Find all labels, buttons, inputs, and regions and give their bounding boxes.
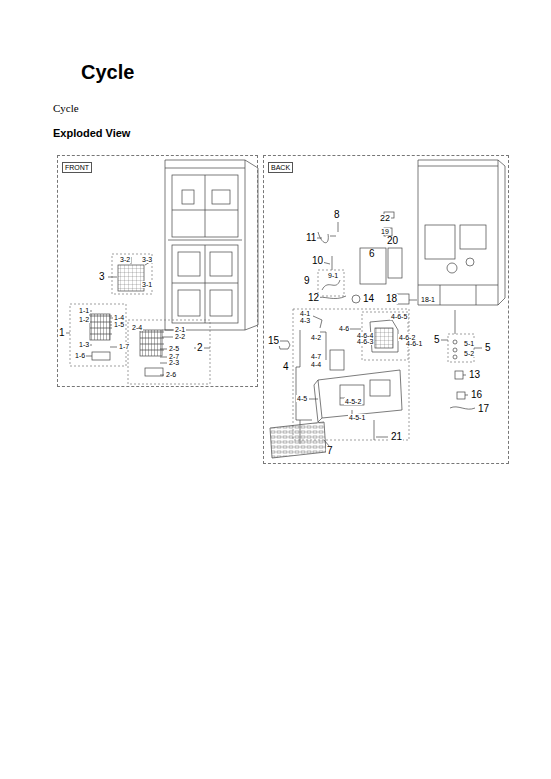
callout-number: 4-5-2 [344,398,362,405]
callout-number: 4-6-5 [390,313,408,320]
callout-number: 10 [311,256,324,266]
callout-number: 22 [379,214,391,223]
callout-number: 4-3 [299,317,311,324]
callout-number: 1-6 [74,352,86,359]
callout-number: 16 [470,390,483,400]
callout-number: 4-1 [299,310,311,317]
callout-number: 5-1 [463,340,475,347]
callout-number: 2-3 [168,359,180,366]
view-panel: FRONT [57,155,258,387]
view-tag: BACK [268,162,293,173]
callout-number: 14 [362,294,375,304]
callout-number: 1 [58,328,66,338]
section-heading: Exploded View [52,128,131,139]
callout-number: 7 [326,446,334,456]
callout-number: 4-2 [310,334,322,341]
callout-number: 12 [307,293,320,303]
callout-number: 4-6-3 [356,338,374,345]
callout-number: 15 [267,336,280,346]
callout-number: 2-5 [168,345,180,352]
callout-number: 1-7 [118,343,130,350]
section-heading: Cycle [52,103,80,114]
callout-number: 4-5 [296,395,308,402]
callout-number: 4-6-1 [405,340,423,347]
view-tag: FRONT [62,162,92,173]
callout-number: 20 [386,236,399,246]
callout-number: 3-3 [141,256,153,263]
callout-number: 2-2 [174,333,186,340]
callout-number: 6 [368,249,376,259]
callout-number: 2-6 [165,371,177,378]
callout-number: 2-1 [174,326,186,333]
callout-number: 8 [333,210,341,220]
callout-number: 3 [98,272,106,282]
callout-number: 1-4 [113,314,125,321]
callout-number: 2 [196,343,204,353]
callout-number: 1-3 [78,341,90,348]
callout-number: 11 [305,233,317,243]
callout-number: 4-7 [310,353,322,360]
callout-number: 4 [282,362,290,372]
callout-number: 1-2 [78,316,90,323]
callout-number: 18-1 [420,296,436,303]
callout-number: 2-4 [131,324,143,331]
callout-number: 19 [380,228,390,235]
callout-number: 9 [303,276,311,286]
callout-number: 9-1 [327,272,339,279]
callout-number: 4-4 [310,361,322,368]
callout-number: 4-5-1 [348,414,366,421]
callout-number: 5 [484,343,492,353]
callout-number: 3-2 [119,256,131,263]
callout-number: 13 [468,370,481,380]
callout-number: 18 [385,294,398,304]
callout-number: 1-5 [113,321,125,328]
callout-number: 3-1 [141,281,153,288]
page-title: Cycle [80,62,135,82]
callout-number: 17 [477,404,490,414]
callout-number: 5 [433,335,441,345]
callout-number: 5-2 [463,350,475,357]
callout-number: 1-1 [78,307,90,314]
callout-number: 21 [390,432,403,442]
callout-number: 4-6 [338,325,350,332]
